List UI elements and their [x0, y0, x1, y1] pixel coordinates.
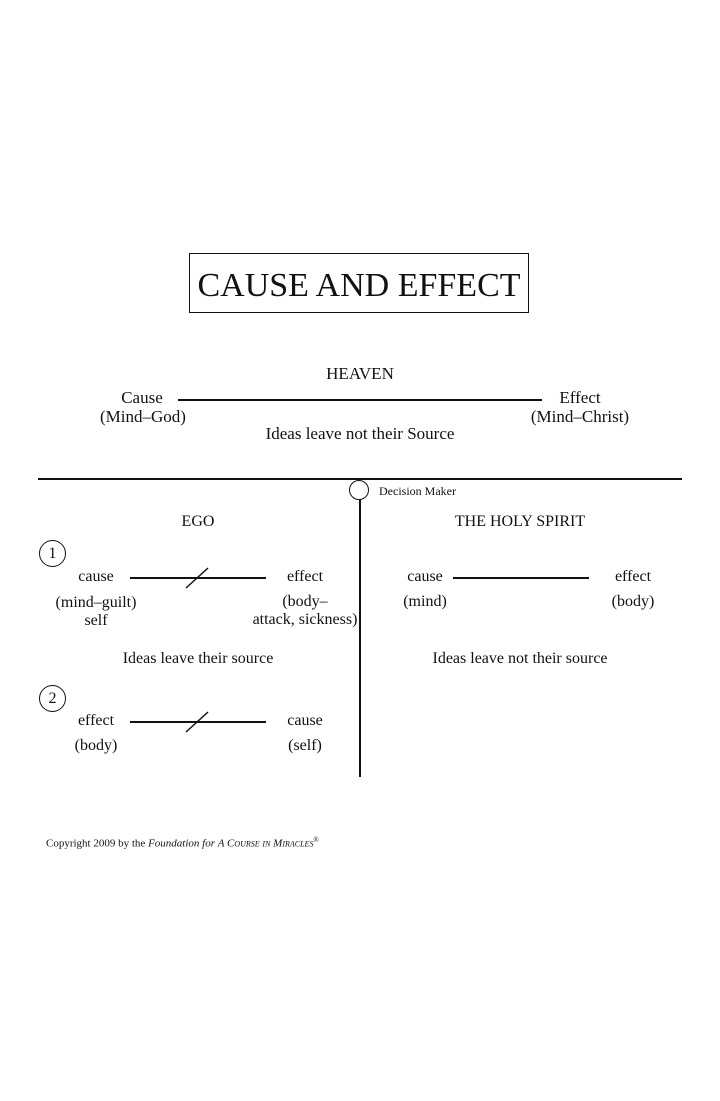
holy-spirit-connector-line — [453, 577, 589, 579]
holy-spirit-cause: cause — [407, 568, 443, 585]
holy-spirit-cause-sub: (mind) — [403, 593, 447, 610]
heaven-caption: Ideas leave not their Source — [265, 424, 455, 443]
title-box: CAUSE AND EFFECT — [189, 253, 529, 313]
ego-2-broken-link-slash — [185, 711, 209, 733]
holy-spirit-effect: effect — [614, 568, 652, 585]
registered-mark: ® — [313, 836, 319, 844]
holy-spirit-label: THE HOLY SPIRIT — [454, 513, 586, 530]
vertical-divider — [359, 496, 361, 777]
copyright-foundation: Foundation for — [148, 837, 218, 850]
holy-spirit-effect-sub: (body) — [611, 593, 655, 610]
ego-2-effect: effect — [77, 712, 115, 729]
copyright-prefix: Copyright 2009 by the — [46, 837, 149, 850]
ego-1-cause: cause — [78, 568, 114, 585]
copyright-notice: Copyright 2009 by the Foundation for A C… — [46, 836, 319, 850]
decision-maker-label: Decision Maker — [379, 484, 456, 498]
heaven-connector-line — [178, 399, 542, 401]
decision-maker-circle — [349, 480, 369, 500]
ego-1-cause-sub: (mind–guilt) — [55, 594, 137, 611]
heaven-cause-sub: (Mind–God) — [100, 407, 186, 426]
ego-2-cause-sub: (self) — [288, 737, 322, 754]
ego-2-effect-sub: (body) — [74, 737, 118, 754]
copyright-course-title: A Course in Miracles — [217, 837, 314, 850]
heaven-cause: Cause — [121, 388, 163, 407]
ego-step-1-badge: 1 — [39, 540, 66, 567]
holy-spirit-caption: Ideas leave not their source — [432, 650, 608, 667]
horizontal-divider — [38, 478, 682, 480]
ego-1-effect-sub2: attack, sickness) — [252, 611, 358, 628]
ego-1-effect-sub: (body– — [282, 593, 328, 610]
ego-caption: Ideas leave their source — [122, 650, 274, 667]
ego-label: EGO — [181, 513, 215, 530]
ego-1-effect: effect — [286, 568, 324, 585]
heaven-effect-sub: (Mind–Christ) — [530, 407, 630, 426]
ego-step-2-badge: 2 — [39, 685, 66, 712]
heaven-label: HEAVEN — [326, 364, 394, 383]
ego-2-cause: cause — [287, 712, 323, 729]
heaven-effect: Effect — [559, 388, 601, 407]
ego-1-broken-link-slash — [185, 567, 209, 589]
diagram-title: CAUSE AND EFFECT — [197, 267, 521, 304]
ego-1-cause-sub2: self — [84, 612, 108, 629]
